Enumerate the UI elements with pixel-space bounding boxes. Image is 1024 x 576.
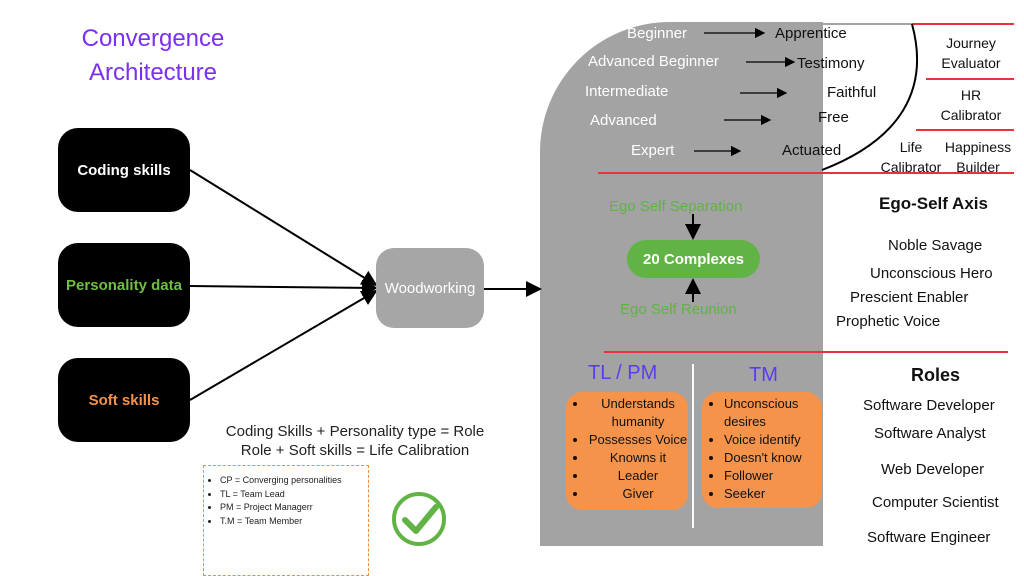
- personality-arrow: [189, 279, 378, 296]
- tm-item: Unconscious desires: [724, 395, 822, 431]
- stage-free: Free: [818, 109, 849, 126]
- life-line-2: Calibrator: [880, 159, 942, 175]
- check-circle-icon: [392, 492, 446, 546]
- tl-pm-heading: TL / PM: [588, 362, 658, 384]
- tm-heading: TM: [749, 364, 778, 386]
- coding-skills-label: Coding skills: [77, 161, 171, 179]
- coding-skills-box: Coding skills: [58, 128, 190, 212]
- journey-evaluator: Journey Evaluator: [936, 33, 1006, 73]
- tm-item: Follower: [724, 467, 822, 485]
- role-item: Software Developer: [863, 397, 995, 414]
- hr-calibrator: HR Calibrator: [934, 85, 1008, 125]
- legend-item: PM = Project Managerr: [220, 501, 368, 515]
- journey-line-2: Evaluator: [941, 55, 1001, 71]
- stage-apprentice: Apprentice: [775, 25, 847, 42]
- ego-self-separation: Ego Self Separation: [609, 198, 743, 215]
- tm-item: Voice identify: [724, 431, 822, 449]
- roles-heading: Roles: [911, 365, 961, 385]
- ego-self-reunion: Ego Self Reunion: [620, 301, 737, 318]
- woodworking-label: Woodworking: [384, 279, 476, 297]
- tl-pm-item: Leader: [588, 467, 688, 485]
- title-line-2: Architecture: [88, 59, 218, 86]
- tl-pm-item: Giver: [588, 485, 688, 503]
- ego-self-axis-heading: Ego-Self Axis: [879, 194, 988, 213]
- life-calibrator: Life Calibrator: [876, 137, 946, 177]
- axis-item: Prophetic Voice: [836, 313, 941, 330]
- woodworking-node: Woodworking: [376, 248, 484, 328]
- tm-item: Seeker: [724, 485, 822, 503]
- stage-advanced-beginner: Advanced Beginner: [588, 53, 719, 70]
- formula-text: Coding Skills + Personality type = Role …: [190, 422, 520, 460]
- calibrator-curve: [821, 23, 919, 171]
- formula-line-1: Coding Skills + Personality type = Role: [225, 423, 485, 440]
- journey-line-1: Journey: [946, 35, 996, 51]
- diagram-title: Convergence Architecture: [48, 22, 258, 90]
- soft-arrow: [189, 289, 378, 401]
- happiness-line-2: Builder: [956, 159, 1000, 175]
- stage-expert: Expert: [631, 142, 675, 159]
- happiness-builder: Happiness Builder: [940, 137, 1016, 177]
- soft-skills-label: Soft skills: [88, 391, 160, 409]
- stage-testimony: Testimony: [797, 55, 865, 72]
- formula-line-2: Role + Soft skills = Life Calibration: [240, 442, 470, 459]
- happiness-line-1: Happiness: [944, 139, 1012, 155]
- tl-pm-item: Knowns it: [588, 449, 688, 467]
- soft-skills-box: Soft skills: [58, 358, 190, 442]
- role-item: Software Analyst: [874, 425, 986, 442]
- personality-data-box: Personality data: [58, 243, 190, 327]
- legend-item: T.M = Team Member: [220, 515, 368, 529]
- tl-pm-item: Possesses Voice: [588, 431, 688, 449]
- tm-box: Unconscious desires Voice identify Doesn…: [702, 392, 822, 508]
- axis-item: Noble Savage: [888, 237, 983, 254]
- role-item: Computer Scientist: [872, 494, 999, 511]
- title-line-1: Convergence: [81, 25, 225, 52]
- personality-data-label: Personality data: [66, 276, 182, 294]
- tl-pm-item: Understands humanity: [588, 395, 688, 431]
- axis-item: Unconscious Hero: [870, 265, 993, 282]
- stage-intermediate: Intermediate: [585, 83, 669, 100]
- stage-beginner: Beginner: [627, 25, 688, 42]
- legend-box: CP = Converging personalities TL = Team …: [203, 465, 369, 576]
- legend-item: CP = Converging personalities: [220, 474, 368, 488]
- life-line-1: Life: [899, 139, 923, 155]
- tm-item: Doesn't know: [724, 449, 822, 467]
- hr-line-1: HR: [960, 87, 982, 103]
- hr-line-2: Calibrator: [940, 107, 1002, 123]
- stage-faithful: Faithful: [827, 84, 877, 101]
- tl-pm-box: Understands humanity Possesses Voice Kno…: [566, 392, 688, 510]
- role-item: Web Developer: [881, 461, 985, 478]
- stage-advanced: Advanced: [590, 112, 657, 129]
- complexes-node: 20 Complexes: [627, 240, 760, 278]
- stage-actuated: Actuated: [782, 142, 842, 159]
- role-item: Software Engineer: [867, 529, 991, 546]
- axis-item: Prescient Enabler: [850, 289, 969, 306]
- complexes-label: 20 Complexes: [643, 250, 744, 268]
- legend-item: TL = Team Lead: [220, 488, 368, 502]
- coding-arrow: [189, 169, 378, 287]
